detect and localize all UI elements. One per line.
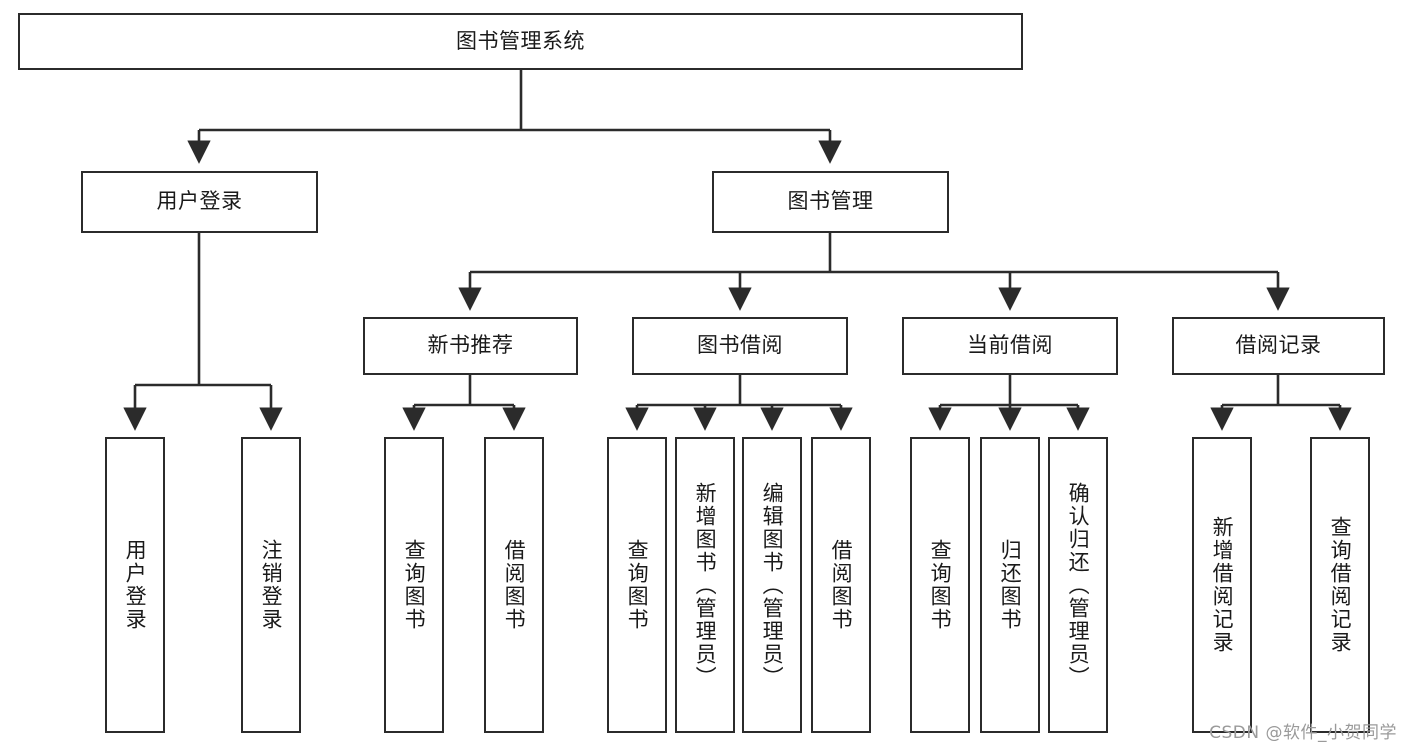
node-label: 新增图书（管理员）: [693, 481, 718, 689]
node-leaf-edit-book[interactable]: 编辑图书（管理员）: [742, 437, 802, 733]
node-leaf-query-book-1[interactable]: 查询图书: [384, 437, 444, 733]
node-label: 用户登录: [156, 189, 243, 214]
node-leaf-query-record[interactable]: 查询借阅记录: [1310, 437, 1370, 733]
node-label: 查询借阅记录: [1328, 516, 1353, 654]
node-label: 查询图书: [402, 539, 427, 631]
node-label: 借阅图书: [502, 539, 527, 631]
node-label: 查询图书: [928, 539, 953, 631]
node-system-root[interactable]: 图书管理系统: [18, 13, 1023, 70]
node-label: 图书管理系统: [456, 28, 585, 53]
node-book-management[interactable]: 图书管理: [712, 171, 949, 233]
node-label: 图书借阅: [697, 333, 783, 358]
node-leaf-borrow-book-2[interactable]: 借阅图书: [811, 437, 871, 733]
node-label: 编辑图书（管理员）: [760, 481, 785, 689]
node-current-borrow[interactable]: 当前借阅: [902, 317, 1118, 375]
csdn-watermark: CSDN @软件_小贺同学: [1209, 723, 1397, 743]
node-label: 注销登录: [259, 539, 284, 631]
node-user-login[interactable]: 用户登录: [81, 171, 318, 233]
node-borrow-record[interactable]: 借阅记录: [1172, 317, 1385, 375]
node-label: 确认归还（管理员）: [1066, 481, 1091, 689]
node-label: 图书管理: [787, 189, 874, 214]
node-label: 归还图书: [998, 539, 1023, 631]
node-leaf-add-record[interactable]: 新增借阅记录: [1192, 437, 1252, 733]
node-label: 当前借阅: [967, 333, 1053, 358]
node-label: 新书推荐: [427, 333, 514, 358]
node-leaf-borrow-book-1[interactable]: 借阅图书: [484, 437, 544, 733]
node-leaf-confirm-return[interactable]: 确认归还（管理员）: [1048, 437, 1108, 733]
node-label: 借阅图书: [829, 539, 854, 631]
node-leaf-add-book[interactable]: 新增图书（管理员）: [675, 437, 735, 733]
node-label: 查询图书: [625, 539, 650, 631]
node-leaf-query-book-2[interactable]: 查询图书: [607, 437, 667, 733]
node-new-book-recommend[interactable]: 新书推荐: [363, 317, 578, 375]
node-leaf-return-book[interactable]: 归还图书: [980, 437, 1040, 733]
node-book-borrow[interactable]: 图书借阅: [632, 317, 848, 375]
node-label: 借阅记录: [1235, 333, 1322, 358]
node-leaf-query-book-3[interactable]: 查询图书: [910, 437, 970, 733]
node-leaf-logout-login[interactable]: 注销登录: [241, 437, 301, 733]
node-label: 新增借阅记录: [1210, 516, 1235, 654]
node-label: 用户登录: [123, 539, 148, 631]
node-leaf-user-login[interactable]: 用户登录: [105, 437, 165, 733]
